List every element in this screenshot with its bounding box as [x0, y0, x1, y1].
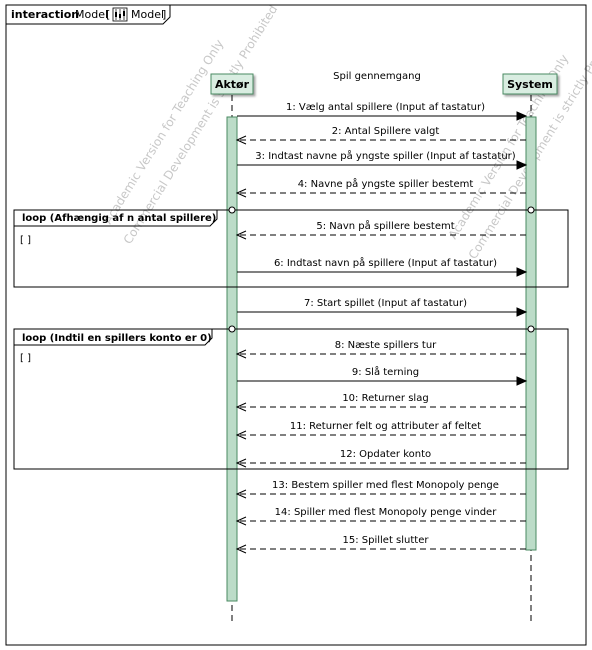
loop-fragment-2-gate-system — [527, 325, 535, 333]
message-4-label: 4: Navne på yngste spiller bestemt — [298, 177, 474, 190]
message-8-arrowhead — [235, 349, 247, 359]
loop-fragment-1-frame — [13, 209, 569, 288]
message-15-label: 15: Spillet slutter — [343, 535, 430, 546]
message-12-label: 12: Opdater konto — [340, 449, 431, 460]
loop-fragment-2-gate-actor — [228, 325, 236, 333]
loop-fragment-1-guard: [ ] — [20, 235, 31, 246]
message-10: 10: Returner slag — [235, 393, 526, 412]
message-12: 12: Opdater konto — [235, 449, 526, 468]
loop-fragment-2-guard: [ ] — [20, 353, 31, 364]
loop-fragment-2-tab — [14, 329, 213, 346]
message-3: 3: Indtast navne på yngste spiller (Inpu… — [237, 149, 528, 170]
message-14: 14: Spiller med flest Monopoly penge vin… — [235, 507, 526, 526]
lifeline-system: System — [502, 73, 558, 625]
message-5: 5: Navn på spillere bestemt — [235, 219, 526, 240]
loop-fragment-1-gate-actor — [228, 206, 236, 214]
loop-fragment-1-title: loop (Afhængig af n antal spillere) — [22, 213, 216, 224]
message-6-arrowhead — [516, 267, 528, 277]
lifeline-actor: Aktør — [210, 73, 254, 625]
message-3-arrowhead — [516, 160, 528, 170]
loop-fragment-1-gate-system — [527, 206, 535, 214]
message-11-arrowhead — [235, 430, 247, 440]
message-5-arrowhead — [235, 230, 247, 240]
message-5-label: 5: Navn på spillere bestemt — [316, 219, 454, 232]
message-3-label: 3: Indtast navne på yngste spiller (Inpu… — [255, 149, 515, 162]
loop-fragment-2-frame — [13, 328, 569, 470]
message-13: 13: Bestem spiller med flest Monopoly pe… — [235, 480, 526, 499]
message-10-arrowhead — [235, 402, 247, 412]
message-1-label: 1: Vælg antal spillere (Input af tastatu… — [286, 102, 485, 113]
activation-bar-system — [525, 116, 537, 551]
loop-fragment-2: loop (Indtil en spillers konto er 0) [ ] — [13, 325, 569, 470]
lifeline-system-name: System — [507, 78, 553, 91]
message-11: 11: Returner felt og attributer af felte… — [235, 421, 526, 440]
lifeline-actor-head — [210, 73, 254, 95]
message-12-arrowhead — [235, 458, 247, 468]
frame-name-suffix: Model — [131, 8, 164, 21]
message-1-arrowhead — [516, 111, 528, 121]
loop-fragment-2-title: loop (Indtil en spillers konto er 0) — [22, 333, 212, 344]
message-9-label: 9: Slå terning — [352, 365, 419, 378]
loop-fragment-1: loop (Afhængig af n antal spillere) [ ] — [13, 206, 569, 288]
message-6: 6: Indtast navn på spillere (Input af ta… — [237, 256, 528, 277]
message-1: 1: Vælg antal spillere (Input af tastatu… — [237, 102, 528, 121]
loop-fragment-1-tab — [14, 210, 218, 227]
message-14-label: 14: Spiller med flest Monopoly penge vin… — [275, 507, 498, 518]
frame-bracket-close: ] — [162, 8, 166, 21]
frame-keyword: interaction — [11, 8, 79, 21]
message-4: 4: Navne på yngste spiller bestemt — [235, 177, 526, 198]
message-13-label: 13: Bestem spiller med flest Monopoly pe… — [272, 480, 499, 491]
message-9: 9: Slå terning — [237, 365, 528, 386]
message-7: 7: Start spillet (Input af tastatur) — [237, 298, 528, 317]
message-8-label: 8: Næste spillers tur — [335, 340, 437, 351]
message-14-arrowhead — [235, 516, 247, 526]
message-15-arrowhead — [235, 544, 247, 554]
message-13-arrowhead — [235, 489, 247, 499]
message-10-label: 10: Returner slag — [342, 393, 428, 404]
interaction-diagram-icon — [112, 7, 128, 22]
message-8: 8: Næste spillers tur — [235, 340, 526, 359]
message-7-label: 7: Start spillet (Input af tastatur) — [304, 298, 467, 309]
message-2: 2: Antal Spillere valgt — [235, 126, 526, 145]
message-7-arrowhead — [516, 307, 528, 317]
interaction-frame — [5, 4, 587, 646]
message-9-arrowhead — [516, 376, 528, 386]
frame-name-prefix: Model — [75, 8, 108, 21]
message-15: 15: Spillet slutter — [235, 535, 526, 554]
frame-bracket-open: [ — [106, 8, 110, 21]
message-11-label: 11: Returner felt og attributer af felte… — [290, 421, 481, 432]
frame-name-tab — [6, 5, 171, 25]
activation-bar-actor — [226, 116, 238, 602]
diagram-title: Spil gennemgang — [333, 71, 421, 82]
watermark-text: Academic Version for Teaching Only — [101, 37, 227, 227]
message-4-arrowhead — [235, 188, 247, 198]
message-2-label: 2: Antal Spillere valgt — [332, 126, 440, 137]
lifeline-system-head — [502, 73, 558, 95]
message-layer: 1: Vælg antal spillere (Input af tastatu… — [235, 102, 528, 554]
message-6-label: 6: Indtast navn på spillere (Input af ta… — [274, 256, 497, 269]
message-2-arrowhead — [235, 135, 247, 145]
lifeline-actor-name: Aktør — [215, 78, 250, 91]
